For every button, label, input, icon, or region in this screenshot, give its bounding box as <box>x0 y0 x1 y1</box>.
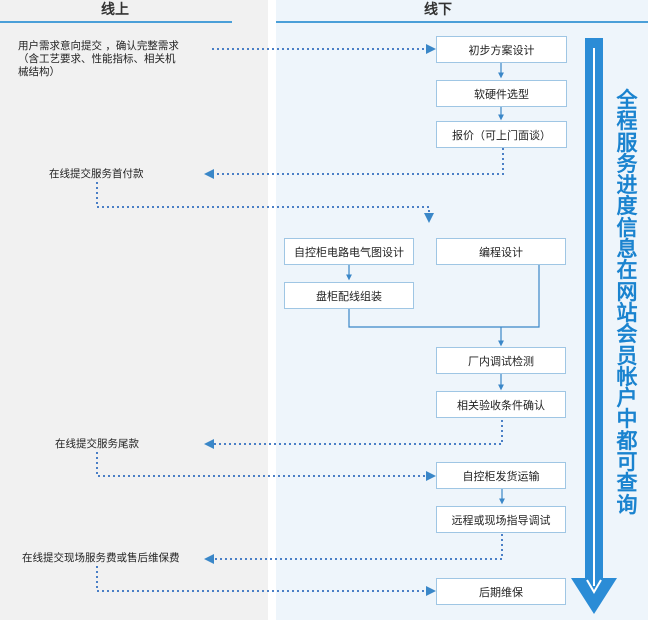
final-payment-text: 在线提交服务尾款 <box>55 438 139 450</box>
step-maintenance: 后期维保 <box>436 578 566 605</box>
online-header-underline <box>0 21 232 23</box>
step-hardware-selection: 软硬件选型 <box>436 80 567 107</box>
requirement-line-1: 用户需求意向提交 ，确认完整需求 <box>18 40 179 52</box>
step-remote-onsite: 远程或现场指导调试 <box>436 506 566 533</box>
requirement-line-2: （含工艺要求、性能指标、相关机 <box>18 53 176 65</box>
requirement-submission-text: 用户需求意向提交 ，确认完整需求 （含工艺要求、性能指标、相关机 械结构） <box>18 40 179 79</box>
progress-tracking-note: 全程服务进度信息在网站会员帐户中都可查询 <box>616 88 638 517</box>
onsite-fee-text: 在线提交现场服务费或售后维保费 <box>22 552 180 564</box>
step-shipping: 自控柜发货运输 <box>436 462 566 489</box>
step-factory-testing: 厂内调试检测 <box>436 347 566 374</box>
step-programming: 编程设计 <box>436 238 566 265</box>
first-payment-text: 在线提交服务首付款 <box>49 168 144 180</box>
progress-big-arrow <box>571 38 617 614</box>
step-circuit-design: 自控柜电路电气图设计 <box>284 238 414 265</box>
online-panel <box>0 0 268 620</box>
offline-header-underline <box>276 21 648 23</box>
step-preliminary-design: 初步方案设计 <box>436 36 567 63</box>
offline-header: 线下 <box>424 2 452 18</box>
requirement-line-3: 械结构） <box>18 66 60 78</box>
step-cabinet-assembly: 盘柜配线组装 <box>284 282 414 309</box>
step-acceptance-confirm: 相关验收条件确认 <box>436 391 566 418</box>
step-quotation: 报价（可上门面谈） <box>436 121 567 148</box>
online-header: 线上 <box>101 2 129 18</box>
solid-connectors <box>346 63 540 505</box>
dotted-connectors <box>96 44 504 596</box>
